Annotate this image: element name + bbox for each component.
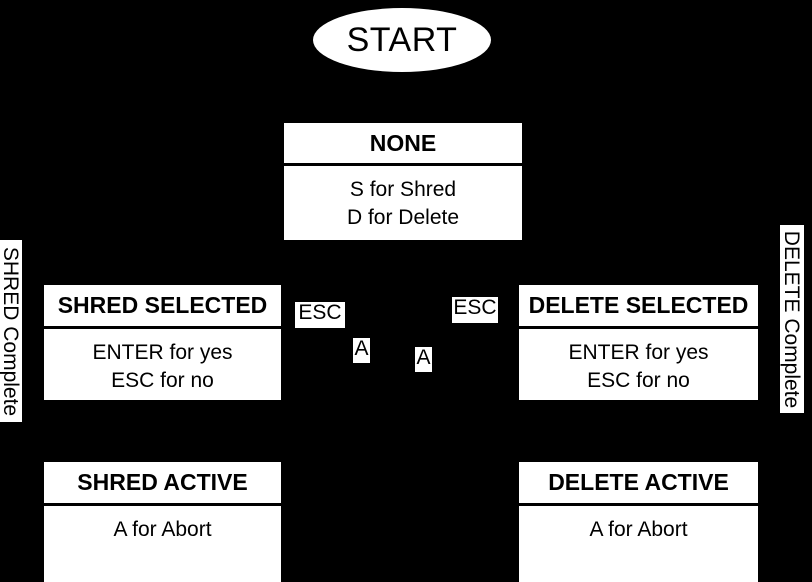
state-node-delete-active[interactable]: DELETE ACTIVE A for Abort <box>519 462 758 582</box>
state-delete-selected-body-line-2: ESC for no <box>587 368 690 392</box>
edge-label-shred-complete-text: SHRED Complete <box>0 246 22 416</box>
start-node[interactable]: START <box>313 8 491 72</box>
state-delete-active-body: A for Abort <box>519 506 758 582</box>
edge-label-abort-left: A <box>353 338 370 363</box>
state-none-body: S for Shred D for Delete <box>284 166 522 240</box>
state-none-body-line-2: D for Delete <box>346 205 460 229</box>
state-delete-selected-body: ENTER for yes ESC for no <box>519 329 758 400</box>
edge-label-shred-complete: SHRED Complete <box>0 240 22 422</box>
state-delete-active-body-line-1: A for Abort <box>589 518 688 541</box>
state-none-body-line-1: S for Shred <box>349 178 457 201</box>
state-none-title: NONE <box>284 123 522 166</box>
state-node-shred-selected[interactable]: SHRED SELECTED ENTER for yes ESC for no <box>44 285 281 400</box>
state-shred-selected-body-line-1: ENTER for yes <box>92 341 233 364</box>
state-shred-selected-title: SHRED SELECTED <box>44 285 281 329</box>
state-delete-selected-body-line-1: ENTER for yes <box>568 341 709 364</box>
state-node-delete-selected[interactable]: DELETE SELECTED ENTER for yes ESC for no <box>519 285 758 400</box>
state-shred-selected-body: ENTER for yes ESC for no <box>44 329 281 400</box>
state-delete-selected-title: DELETE SELECTED <box>519 285 758 329</box>
edge-label-esc-left: ESC <box>295 302 345 328</box>
state-node-shred-active[interactable]: SHRED ACTIVE A for Abort <box>44 462 281 582</box>
state-shred-active-body-line-1: A for Abort <box>113 518 212 541</box>
start-node-label: START <box>346 21 458 59</box>
edge-label-delete-complete: DELETE Complete <box>780 225 804 413</box>
edge-label-abort-right: A <box>415 347 432 372</box>
edge-label-esc-right: ESC <box>452 297 498 323</box>
state-shred-selected-body-line-2: ESC for no <box>111 368 214 392</box>
state-delete-active-title: DELETE ACTIVE <box>519 462 758 506</box>
edge-label-delete-complete-text: DELETE Complete <box>780 230 804 408</box>
state-node-none[interactable]: NONE S for Shred D for Delete <box>284 123 522 240</box>
state-shred-active-title: SHRED ACTIVE <box>44 462 281 506</box>
state-shred-active-body: A for Abort <box>44 506 281 582</box>
